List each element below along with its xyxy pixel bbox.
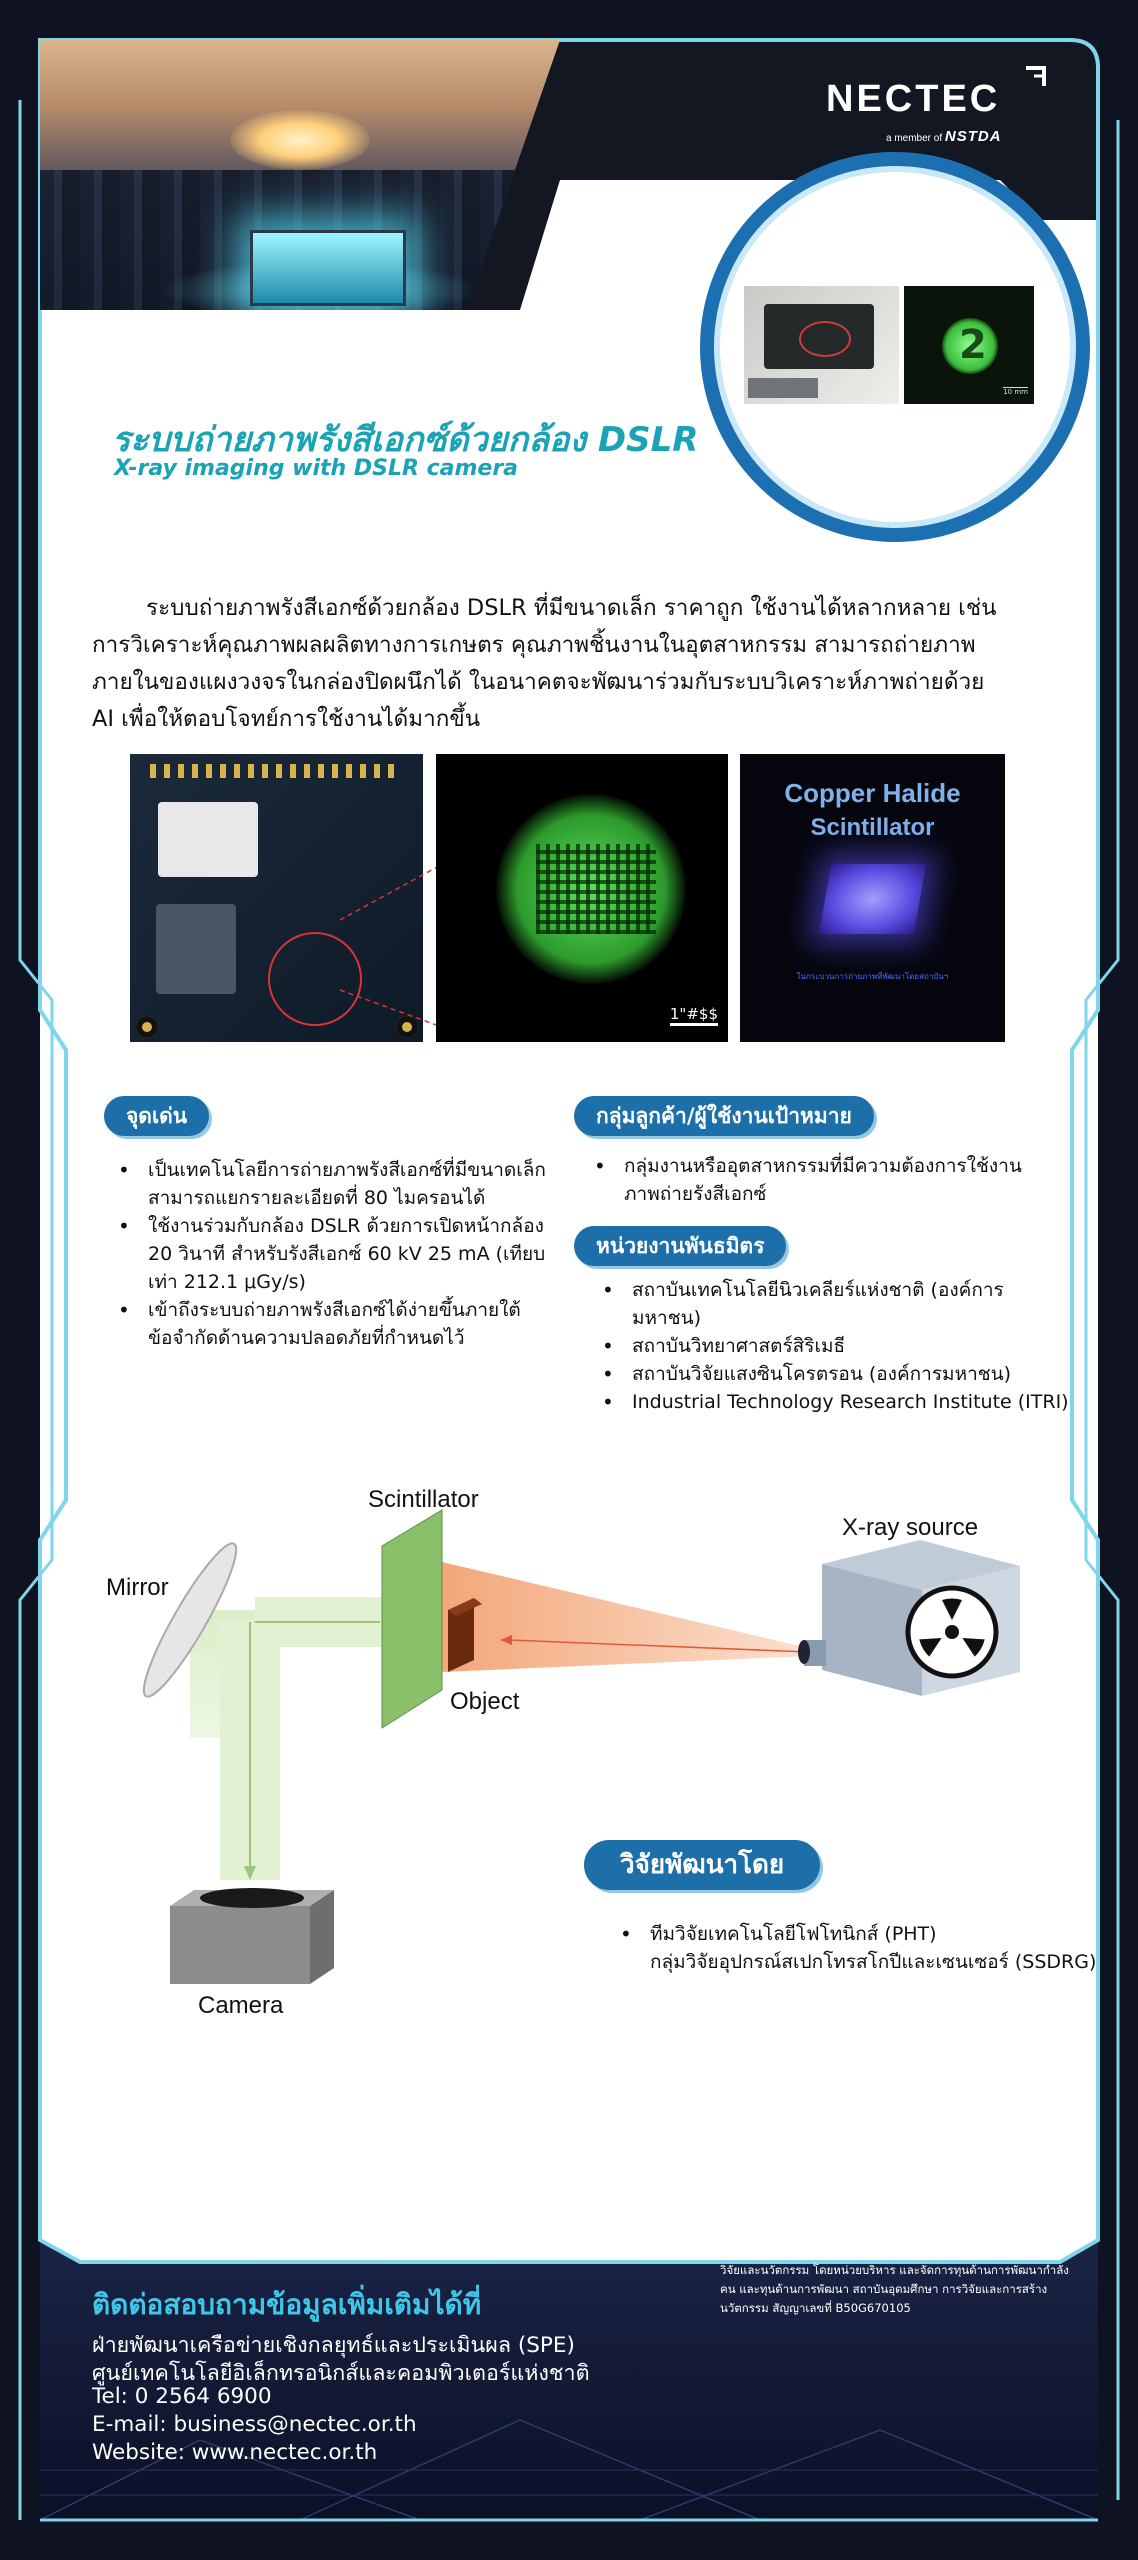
highlights-list: เป็นเทคโนโลยีการถ่ายภาพรังสีเอกซ์ที่มีขน… xyxy=(118,1156,548,1352)
beam-arrow xyxy=(509,1639,809,1653)
list-item: Industrial Technology Research Institute… xyxy=(602,1388,1072,1416)
detector-box-photo xyxy=(744,286,899,404)
xray-beam xyxy=(442,1562,808,1672)
partners-list: สถาบันเทคโนโลยีนิวเคลียร์แห่งชาติ (องค์ก… xyxy=(602,1276,1072,1416)
sunset-glow xyxy=(230,110,370,170)
scintillator-photo: Copper Halide Scintillator ในกระบวนการถ่… xyxy=(740,754,1005,1042)
scintillator-title-2: Scintillator xyxy=(810,814,935,841)
target-heading: กลุ่มลูกค้า/ผู้ใช้งานเป้าหมาย xyxy=(574,1096,874,1136)
scintillator-plate xyxy=(381,1509,443,1729)
connector-lines xyxy=(340,860,451,1031)
title-thai: ระบบถ่ายภาพรังสีเอกซ์ด้วยกล้อง DSLR xyxy=(112,420,699,460)
label-xray-source: X-ray source xyxy=(842,1514,979,1541)
contact-phone[interactable]: Tel: 0 2564 6900 xyxy=(92,2384,272,2409)
mount-hole xyxy=(136,1016,158,1038)
label-scintillator: Scintillator xyxy=(368,1486,479,1513)
developed-by-heading: วิจัยพัฒนาโดย xyxy=(584,1840,821,1890)
highlight-ring xyxy=(799,321,851,357)
list-item: เข้าถึงระบบถ่ายภาพรังสีเอกซ์ได้ง่ายขึ้นภ… xyxy=(118,1296,548,1352)
sample-photo-circle: 2 10 mm xyxy=(700,152,1090,542)
object-block xyxy=(448,1598,474,1672)
scintillator-caption: ในกระบวนการถ่ายภาพที่พัฒนาโดยสถาบันฯ xyxy=(796,972,949,981)
list-item: กลุ่มงานหรืออุตสาหกรรมที่มีความต้องการใช… xyxy=(594,1152,1064,1208)
green-glow xyxy=(942,318,998,374)
pcb-photo xyxy=(130,754,423,1042)
team-name: ทีมวิจัยเทคโนโลยีโฟโทนิกส์ (PHT) xyxy=(650,1923,937,1945)
camera-lens xyxy=(200,1888,304,1908)
list-item: เป็นเทคโนโลยีการถ่ายภาพรังสีเอกซ์ที่มีขน… xyxy=(118,1156,548,1212)
contact-heading: ติดต่อสอบถามข้อมูลเพิ่มเติมได้ที่ xyxy=(92,2288,482,2321)
contact-center: ศูนย์เทคโนโลยีอิเล็กทรอนิกส์และคอมพิวเตอ… xyxy=(92,2361,590,2386)
xray-result-photo: 2 10 mm xyxy=(904,286,1034,404)
usb-stick xyxy=(748,378,818,398)
funding-note: ผลงานวิจัยนี้ได้รับงบประมาณสนับสนุนจาก ก… xyxy=(720,2244,1069,2315)
label-camera: Camera xyxy=(198,1992,284,2019)
qr-label xyxy=(158,802,258,877)
list-item: ใช้งานร่วมกับกล้อง DSLR ด้วยการเปิดหน้าก… xyxy=(118,1212,548,1296)
nectec-logo[interactable]: NECTEC a member of NSTDA xyxy=(826,66,1046,145)
microchip-illustration xyxy=(250,230,406,306)
logo-name: NECTEC xyxy=(826,78,1001,120)
scintillator-crystal xyxy=(818,864,927,934)
label-mirror: Mirror xyxy=(106,1574,169,1601)
list-item: สถาบันเทคโนโลยีนิวเคลียร์แห่งชาติ (องค์ก… xyxy=(602,1276,1072,1332)
circuit-pattern xyxy=(536,844,656,934)
developed-by-list: ทีมวิจัยเทคโนโลยีโฟโทนิกส์ (PHT) กลุ่มวิ… xyxy=(620,1920,1100,1976)
mirror-shape xyxy=(142,1542,238,1698)
logo-marks-icon xyxy=(1026,66,1046,86)
target-list: กลุ่มงานหรืออุตสาหกรรมที่มีความต้องการใช… xyxy=(594,1152,1064,1208)
contact-email[interactable]: E-mail: business@nectec.or.th xyxy=(92,2412,417,2437)
list-item: ทีมวิจัยเทคโนโลยีโฟโทนิกส์ (PHT) กลุ่มวิ… xyxy=(620,1920,1100,1976)
header-hero-image xyxy=(40,40,560,310)
sample-digit: 2 xyxy=(959,322,987,368)
highlights-heading: จุดเด่น xyxy=(104,1096,210,1136)
xray-pcb-image: 1"#$$ xyxy=(436,754,728,1042)
pcb-highlight-ring xyxy=(268,932,362,1026)
title-english: X-ray imaging with DSLR camera xyxy=(114,456,519,481)
xray-source-box xyxy=(822,1540,1020,1590)
logo-parent: NSTDA xyxy=(944,128,1002,145)
scintillator-title-1: Copper Halide xyxy=(784,778,961,808)
pcb-pins xyxy=(150,764,400,778)
scale-label: 10 mm xyxy=(1003,387,1028,396)
description-paragraph: ระบบถ่ายภาพรังสีเอกซ์ด้วยกล้อง DSLR ที่ม… xyxy=(92,595,997,732)
list-item: สถาบันวิจัยแสงซินโครตรอน (องค์การมหาชน) xyxy=(602,1360,1072,1388)
chip-module xyxy=(156,904,236,994)
mount-hole xyxy=(396,1016,418,1038)
radiation-icon xyxy=(905,1585,999,1679)
camera-box xyxy=(170,1906,310,1984)
partners-heading: หน่วยงานพันธมิตร xyxy=(574,1226,787,1266)
contact-website[interactable]: Website: www.nectec.or.th xyxy=(92,2440,378,2465)
group-name: กลุ่มวิจัยอุปกรณ์สเปกโทรสโกปีและเซนเซอร์… xyxy=(650,1951,1097,1973)
setup-diagram xyxy=(142,1509,1020,1984)
contact-department: ฝ่ายพัฒนาเครือข่ายเชิงกลยุทธ์และประเมินผ… xyxy=(92,2333,575,2358)
image-scale-label: 1"#$$ xyxy=(669,1005,718,1026)
label-object: Object xyxy=(450,1688,520,1715)
list-item: สถาบันวิทยาศาสตร์สิริเมธี xyxy=(602,1332,1072,1360)
logo-tagline: a member of NSTDA xyxy=(886,128,1002,145)
